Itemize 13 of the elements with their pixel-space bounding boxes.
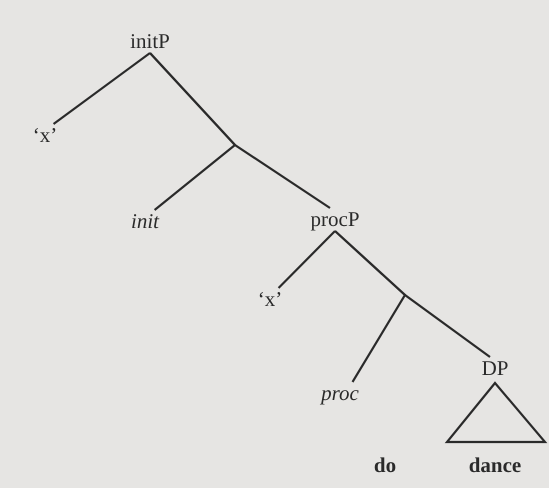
tree-branch: [149, 52, 331, 209]
word-label: do: [374, 455, 396, 476]
tree-node-label: init: [129, 210, 161, 233]
tree-node-label: procP: [308, 208, 362, 231]
tree-node-label: ‘x’: [30, 124, 60, 147]
word-label: dance: [468, 455, 522, 476]
tree-node-label: initP: [128, 30, 172, 53]
tree-node-label: proc: [319, 382, 361, 405]
tree-branch: [278, 230, 336, 289]
tree-branch: [52, 52, 151, 125]
tree-branch: [334, 230, 491, 358]
tree-node-label: DP: [480, 357, 510, 380]
tree-node-label: ‘x’: [256, 288, 284, 311]
